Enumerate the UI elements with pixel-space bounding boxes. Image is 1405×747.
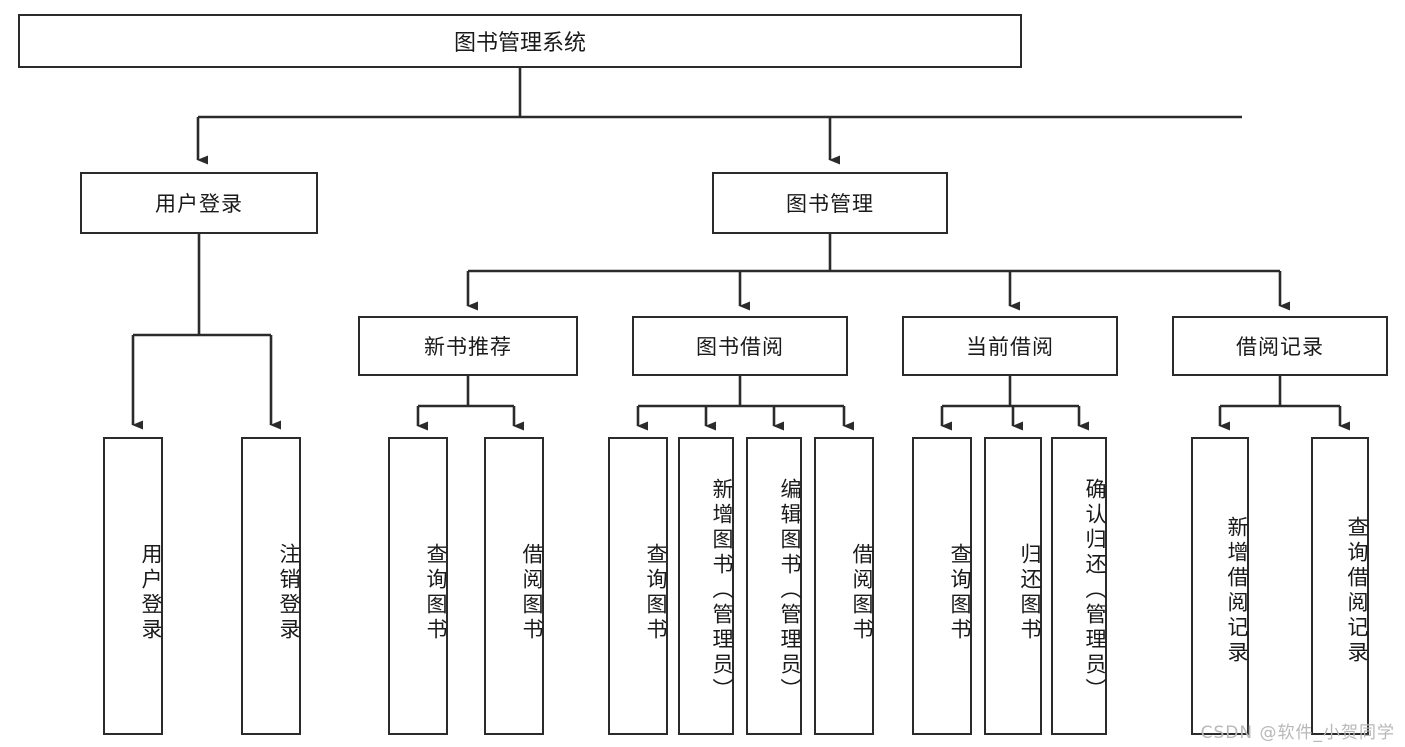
leaf-borrow-book-1-label: 借阅图书 <box>520 543 544 643</box>
node-current-borrow-label: 当前借阅 <box>966 335 1054 359</box>
node-user-login[interactable]: 用户登录 <box>80 172 318 234</box>
node-book-manage[interactable]: 图书管理 <box>712 172 948 234</box>
leaf-confirm-return-label: 确认归还（管理员） <box>1083 477 1107 703</box>
leaf-return-book-label: 归还图书 <box>1018 543 1042 643</box>
leaf-query-book-1-label: 查询图书 <box>424 543 448 643</box>
leaf-query-book-2-label: 查询图书 <box>644 543 668 643</box>
leaf-return-book[interactable]: 归还图书 <box>984 437 1042 735</box>
node-borrow-record[interactable]: 借阅记录 <box>1172 316 1388 376</box>
node-user-login-label: 用户登录 <box>155 192 243 216</box>
node-new-book-recommend-label: 新书推荐 <box>424 335 512 359</box>
leaf-user-logout-label: 注销登录 <box>277 543 301 643</box>
node-book-borrow-label: 图书借阅 <box>696 335 784 359</box>
leaf-borrow-book-2-label: 借阅图书 <box>850 543 874 643</box>
leaf-borrow-book-1[interactable]: 借阅图书 <box>484 437 544 735</box>
leaf-confirm-return[interactable]: 确认归还（管理员） <box>1051 437 1107 735</box>
csdn-watermark: CSDN @软件_小贺同学 <box>1200 723 1395 743</box>
leaf-user-login[interactable]: 用户登录 <box>103 437 163 735</box>
node-current-borrow[interactable]: 当前借阅 <box>902 316 1118 376</box>
node-book-manage-label: 图书管理 <box>786 192 874 216</box>
leaf-query-book-2[interactable]: 查询图书 <box>608 437 668 735</box>
leaf-user-login-label: 用户登录 <box>139 543 163 643</box>
leaf-add-book-admin[interactable]: 新增图书（管理员） <box>678 437 734 735</box>
leaf-edit-book-admin[interactable]: 编辑图书（管理员） <box>746 437 802 735</box>
leaf-borrow-book-2[interactable]: 借阅图书 <box>814 437 874 735</box>
leaf-query-borrow-record[interactable]: 查询借阅记录 <box>1311 437 1369 735</box>
leaf-query-borrow-record-label: 查询借阅记录 <box>1345 516 1369 666</box>
leaf-query-book-3-label: 查询图书 <box>948 543 972 643</box>
leaf-edit-book-admin-label: 编辑图书（管理员） <box>778 477 802 703</box>
leaf-query-book-3[interactable]: 查询图书 <box>912 437 972 735</box>
leaf-add-book-admin-label: 新增图书（管理员） <box>710 477 734 703</box>
node-root-label: 图书管理系统 <box>453 31 586 56</box>
leaf-add-borrow-record[interactable]: 新增借阅记录 <box>1191 437 1249 735</box>
node-book-borrow[interactable]: 图书借阅 <box>632 316 848 376</box>
leaf-add-borrow-record-label: 新增借阅记录 <box>1225 516 1249 666</box>
node-new-book-recommend[interactable]: 新书推荐 <box>358 316 578 376</box>
leaf-query-book-1[interactable]: 查询图书 <box>388 437 448 735</box>
leaf-user-logout[interactable]: 注销登录 <box>241 437 301 735</box>
node-root[interactable]: 图书管理系统 <box>18 14 1022 68</box>
node-borrow-record-label: 借阅记录 <box>1236 335 1324 359</box>
